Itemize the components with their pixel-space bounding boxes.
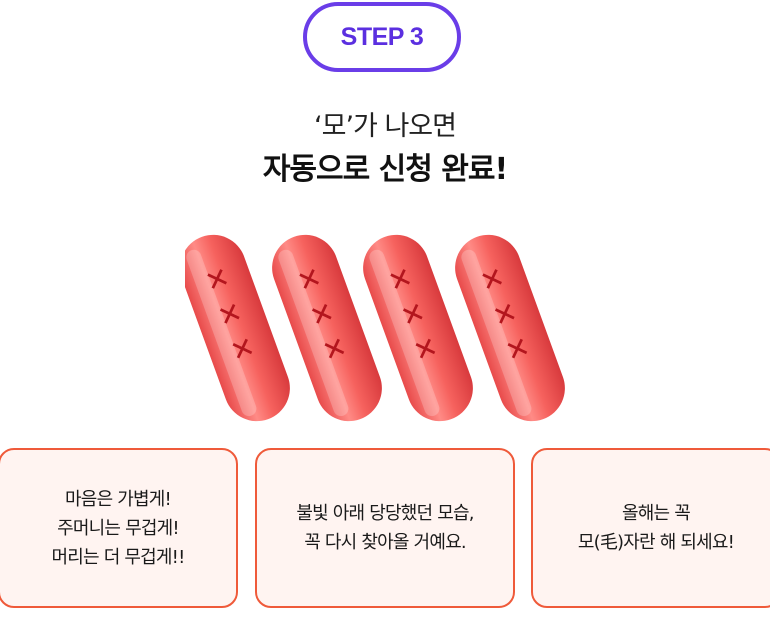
card-3-line-1: 올해는 꼭 xyxy=(622,503,691,524)
message-card-2: 불빛 아래 당당했던 모습, 꼭 다시 찾아올 거예요. xyxy=(255,448,515,608)
headline-line-1: ‘모’가 나오면 xyxy=(314,111,457,142)
headline-line-2: 자동으로 신청 완료! xyxy=(262,152,508,187)
message-card-1: 마음은 가볍게! 주머니는 무겁게! 머리는 더 무겁게!! xyxy=(0,448,238,608)
card-3-line-2: 모(毛)자란 해 되세요! xyxy=(577,532,735,553)
yut-stick-2: ✕ ✕ ✕ xyxy=(272,234,382,422)
yut-stick-4: ✕ ✕ ✕ xyxy=(455,234,565,422)
message-card-3: 올해는 꼭 모(毛)자란 해 되세요! xyxy=(531,448,770,608)
step-badge: STEP 3 xyxy=(303,2,461,72)
card-1-line-3: 머리는 더 무겁게!! xyxy=(51,546,186,568)
card-2-line-1: 불빛 아래 당당했던 모습, xyxy=(296,503,474,524)
yut-sticks-illustration: ✕ ✕ ✕ ✕ ✕ ✕ ✕ ✕ ✕ ✕ ✕ ✕ xyxy=(185,234,565,422)
step-badge-label: STEP 3 xyxy=(340,22,424,51)
yut-stick-3: ✕ ✕ ✕ xyxy=(363,234,473,422)
card-1-line-1: 마음은 가볍게! xyxy=(65,488,172,510)
card-2-line-2: 꼭 다시 찾아올 거예요. xyxy=(304,532,466,553)
card-1-line-2: 주머니는 무겁게! xyxy=(57,517,179,539)
yut-stick-1: ✕ ✕ ✕ xyxy=(185,234,290,422)
